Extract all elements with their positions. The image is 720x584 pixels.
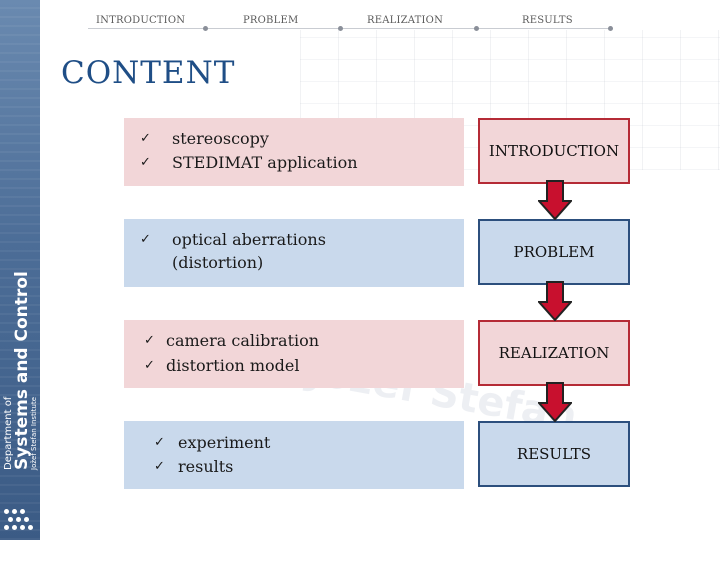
list-item: results xyxy=(178,457,234,476)
sidebar-institute: Jožef Stefan Institute xyxy=(30,397,38,470)
nav-divider xyxy=(88,28,613,29)
flow-realization[interactable]: REALIZATION xyxy=(478,320,630,386)
logo-dots-icon xyxy=(2,505,38,537)
nav-dot-icon xyxy=(474,26,479,31)
section-results xyxy=(124,421,464,489)
flow-problem[interactable]: PROBLEM xyxy=(478,219,630,285)
check-icon: ✓ xyxy=(140,232,151,247)
flow-results[interactable]: RESULTS xyxy=(478,421,630,487)
section-realization xyxy=(124,320,464,388)
arrow-down-icon xyxy=(538,180,572,220)
check-icon: ✓ xyxy=(140,131,151,146)
nav-problem[interactable]: PROBLEM xyxy=(243,15,299,26)
top-navigation: INTRODUCTION PROBLEM REALIZATION RESULTS xyxy=(0,15,720,35)
list-item: STEDIMAT application xyxy=(172,153,358,172)
page-title: CONTENT xyxy=(61,55,236,91)
list-item: experiment xyxy=(178,433,271,452)
sidebar-texture xyxy=(0,0,40,540)
sidebar-systems: Systems and Control xyxy=(12,271,32,470)
list-item: optical aberrations xyxy=(172,230,326,249)
list-item: (distortion) xyxy=(172,253,264,272)
list-item: camera calibration xyxy=(166,331,320,350)
check-icon: ✓ xyxy=(140,155,151,170)
list-item: distortion model xyxy=(166,356,300,375)
check-icon: ✓ xyxy=(144,333,155,348)
sidebar-band: Department of Systems and Control Jožef … xyxy=(0,0,40,540)
nav-introduction[interactable]: INTRODUCTION xyxy=(96,15,186,26)
check-icon: ✓ xyxy=(144,358,155,373)
flow-introduction[interactable]: INTRODUCTION xyxy=(478,118,630,184)
list-item: stereoscopy xyxy=(172,129,269,148)
sidebar-logo-text: Department of Systems and Control Jožef … xyxy=(3,140,38,470)
nav-dot-icon xyxy=(338,26,343,31)
nav-dot-icon xyxy=(203,26,208,31)
nav-dot-icon xyxy=(608,26,613,31)
check-icon: ✓ xyxy=(154,459,165,474)
nav-results[interactable]: RESULTS xyxy=(522,15,573,26)
arrow-down-icon xyxy=(538,382,572,422)
section-introduction xyxy=(124,118,464,186)
nav-realization[interactable]: REALIZATION xyxy=(367,15,444,26)
check-icon: ✓ xyxy=(154,435,165,450)
section-problem xyxy=(124,219,464,287)
arrow-down-icon xyxy=(538,281,572,321)
